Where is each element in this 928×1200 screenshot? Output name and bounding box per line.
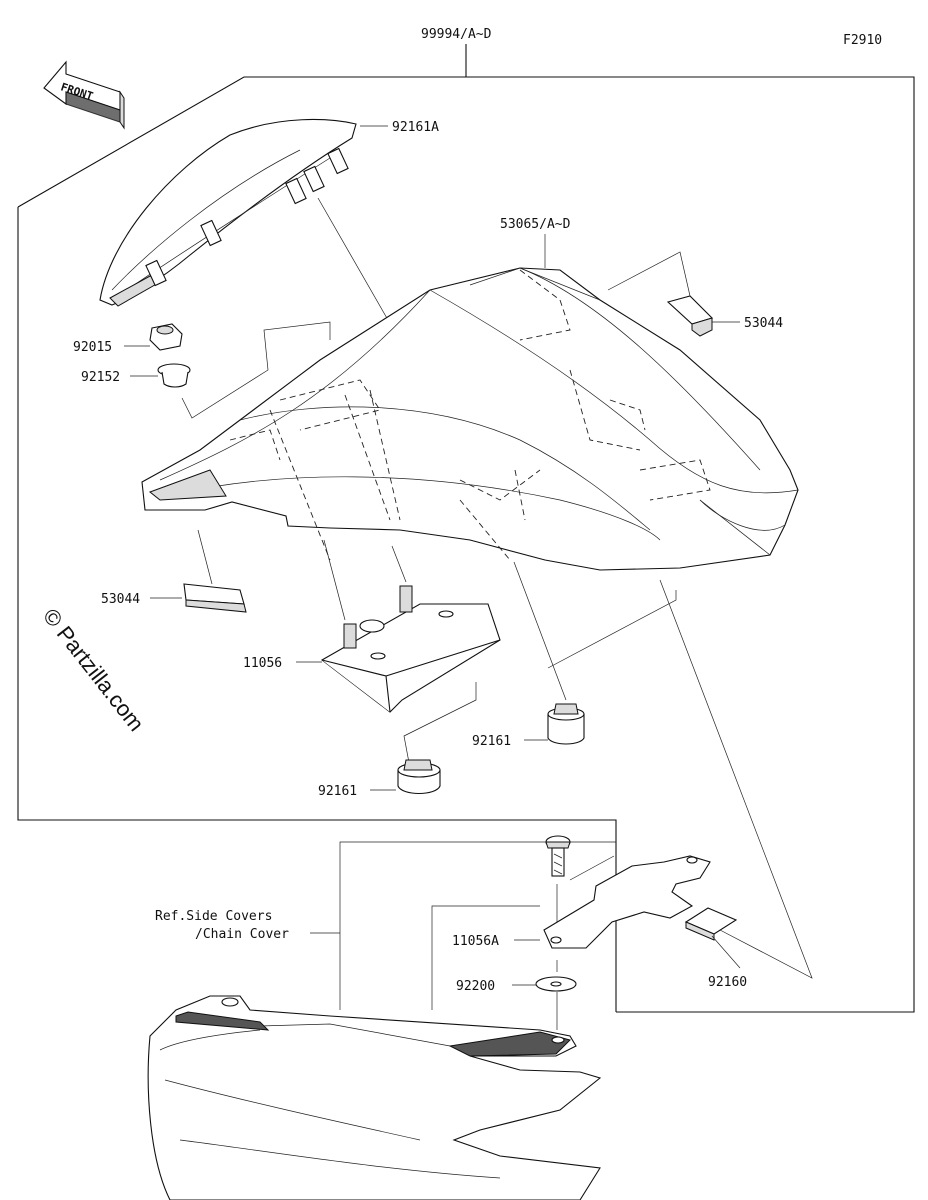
callout-damper-right[interactable]: 92161 [472,734,511,749]
seat-rubber-strip [99,118,388,307]
callout-seat-cover-rubber[interactable]: 92161A [392,120,439,135]
nut [124,323,183,351]
bracket [296,539,501,769]
callout-bolt-bracket[interactable]: 11056A [452,934,499,949]
damper-left [370,759,441,795]
diagram-code: F2910 [843,33,882,48]
pad [684,907,741,969]
callout-assembly[interactable]: 99994/A~D [421,27,492,42]
callout-nut[interactable]: 92015 [73,340,112,355]
bolt [545,835,615,930]
callout-bracket[interactable]: 11056 [243,656,282,671]
clip-right [607,251,740,337]
ref-note-line-2: /Chain Cover [195,927,289,942]
washer [512,960,577,1030]
callout-washer[interactable]: 92200 [456,979,495,994]
callout-damper-left[interactable]: 92161 [318,784,357,799]
callout-clip-right[interactable]: 53044 [744,316,783,331]
ref-note-line-1: Ref.Side Covers [155,909,272,924]
watermark: © Partzilla.com [38,604,149,736]
front-arrow-icon: FRONT [43,60,125,130]
bracket-plate [514,855,711,949]
callout-cover[interactable]: 53065/A~D [500,217,571,232]
seat-cover [141,267,799,571]
damper-right [513,561,677,745]
side-cover [147,995,602,1200]
clip-left [150,529,247,613]
callout-collar[interactable]: 92152 [81,370,120,385]
callout-pad[interactable]: 92160 [708,975,747,990]
collar [130,363,191,388]
callout-clip-left[interactable]: 53044 [101,592,140,607]
